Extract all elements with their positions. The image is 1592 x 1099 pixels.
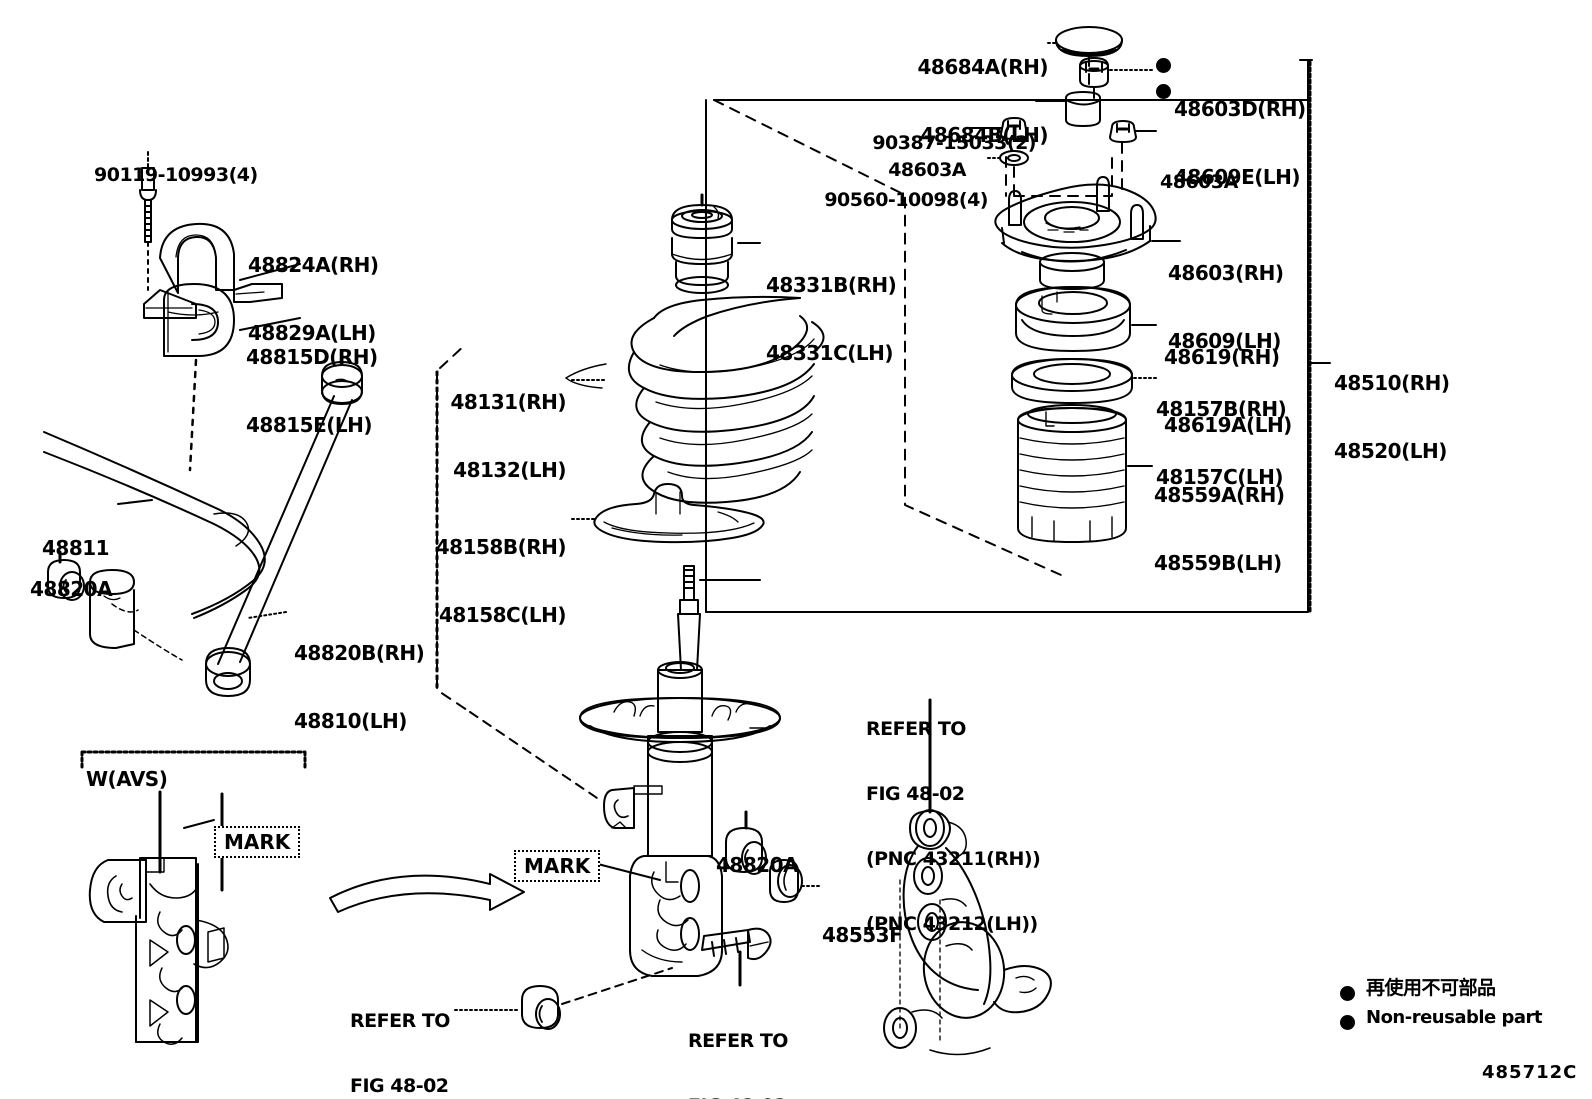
part-art-avs-strut	[88, 790, 229, 1045]
group-label-48510: 48510(RH) 48520(LH)	[1334, 370, 1450, 463]
part-label-48603D: 48603D(RH) 48609E(LH)	[1174, 52, 1306, 234]
part-art-48619	[1015, 286, 1131, 352]
part-art-48684-cap	[1055, 26, 1123, 57]
mark-callout-strut: MARK	[514, 850, 601, 882]
part-label-48820A-center: 48820A	[716, 852, 799, 877]
part-label-48820B: 48820B(RH) 48810(LH)	[294, 640, 425, 733]
non-reusable-marker-48603D	[1156, 58, 1171, 73]
part-art-48820A-left	[47, 559, 85, 601]
part-label-48684: 48684A(RH) 48684B(LH)	[768, 10, 1049, 192]
part-art-48158	[593, 483, 765, 544]
transition-arrow	[329, 873, 525, 913]
part-label-48331: 48331B(RH) 48331C(LH)	[766, 272, 897, 365]
part-label-48603D-line2: 48609E(LH)	[1174, 164, 1301, 189]
part-art-48131-spring	[565, 295, 825, 504]
leader-mark-avs	[183, 819, 215, 829]
part-label-48684-line1: 48684A(RH)	[917, 54, 1049, 79]
reference-knuckle: REFER TO FIG 48-02 (PNC 43211(RH)) (PNC …	[866, 718, 1041, 936]
part-label-90119: 90119-10993(4)	[94, 164, 258, 187]
part-art-48157	[1011, 358, 1133, 404]
part-label-48157: 48157B(RH) 48157C(LH)	[1156, 396, 1287, 489]
avs-section-label: W(AVS)	[86, 766, 168, 791]
legend-text-english: Non-reusable part	[1366, 1007, 1543, 1028]
part-art-48811	[43, 431, 266, 661]
legend-marker-en	[1340, 1015, 1355, 1030]
part-art-48603A-left	[1000, 117, 1028, 140]
part-art-90119	[139, 167, 157, 243]
reference-lower-bolt: REFER TO FIG 48-02 (PNC 43211K(RH)) (PNC…	[688, 1030, 788, 1099]
leader-48815	[239, 317, 301, 331]
diagram-id-code: 485712C	[1482, 1062, 1578, 1083]
part-label-48131: 48131(RH) 48132(LH)	[450, 389, 567, 482]
part-art-48603-support	[994, 176, 1157, 290]
legend-text-japanese: 再使用不可部品	[1366, 977, 1496, 999]
part-label-48820A-left: 48820A	[30, 576, 113, 601]
legend-marker-jp	[1340, 986, 1355, 1001]
non-reusable-marker-48609E	[1156, 84, 1171, 99]
reference-lower-nut: REFER TO FIG 48-02 (PNC 43211L(RH)) (PNC…	[350, 1010, 450, 1098]
leader-mark-center	[589, 861, 661, 881]
part-art-48603A-right	[1109, 120, 1137, 143]
leader-48824	[239, 263, 301, 281]
part-label-48603D-line1: 48603D(RH)	[1174, 96, 1306, 121]
part-label-48619: 48619(RH) 48619A(LH)	[1164, 344, 1292, 437]
part-art-lower-nut	[521, 985, 561, 1030]
avs-bracket	[80, 750, 307, 770]
subassembly-dashed-outline	[713, 55, 1123, 576]
part-label-48603A-left: 48603A	[888, 159, 966, 182]
part-label-90560: 90560-10098(4)	[824, 189, 988, 212]
part-label-48553F: 48553F	[822, 922, 903, 947]
part-label-48559: 48559A(RH) 48559B(LH)	[1154, 482, 1285, 575]
part-label-48158: 48158B(RH) 48158C(LH)	[435, 534, 567, 627]
dash-nut-to-bracket	[561, 967, 673, 1005]
part-label-48603A-right: 48603A	[1160, 171, 1238, 194]
mark-callout-avs: MARK	[214, 826, 301, 858]
group-box-right	[705, 59, 1309, 613]
part-art-knuckle	[883, 809, 1052, 1056]
leader-48820B	[247, 611, 287, 619]
part-art-48559	[1017, 404, 1127, 543]
part-label-48603: 48603(RH) 48609(LH)	[1168, 260, 1284, 353]
part-art-48603D	[1079, 57, 1109, 88]
part-label-48811: 48811	[42, 535, 110, 560]
part-art-48820A-center	[725, 827, 767, 875]
part-label-48824: 48824A(RH) 48829A(LH)	[248, 252, 379, 345]
part-art-strut-assembly	[579, 565, 781, 977]
assembly-dashed-outline-left	[436, 344, 471, 713]
part-art-48824	[143, 222, 283, 319]
part-label-90387: 90387-15033(2)	[872, 132, 1036, 155]
part-art-lower-bolt	[701, 927, 772, 961]
part-label-48684-line2: 48684B(LH)	[920, 122, 1048, 147]
part-art-48815	[163, 283, 235, 357]
part-art-48820B	[205, 361, 363, 697]
leader-48811	[117, 499, 153, 505]
part-art-90387	[1065, 91, 1101, 127]
part-art-48331	[671, 204, 733, 294]
part-label-48815: 48815D(RH) 48815E(LH)	[246, 344, 378, 437]
part-art-48553F	[769, 859, 803, 903]
